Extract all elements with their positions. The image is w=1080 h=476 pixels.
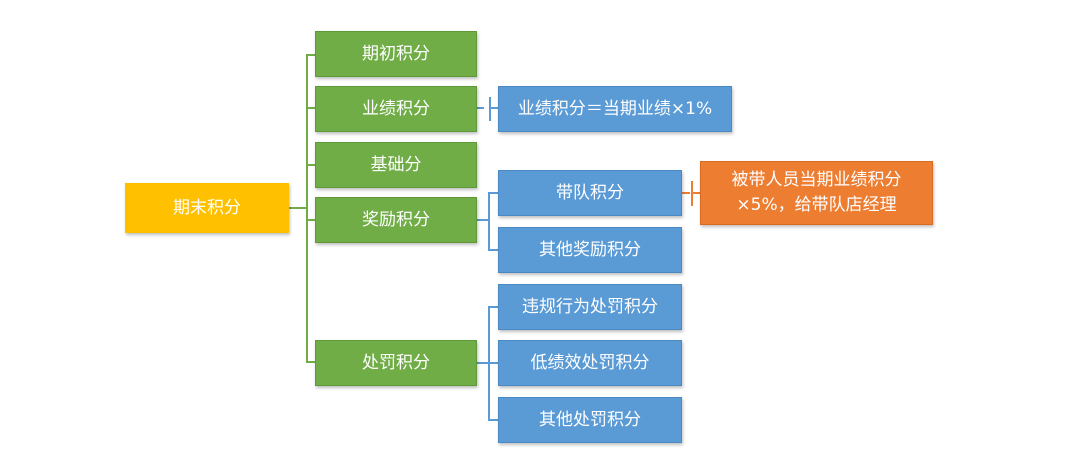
node-violation-penalty: 违规行为处罚积分 — [498, 284, 682, 330]
node-initial-score: 期初积分 — [315, 31, 477, 77]
node-performance-formula: 业绩积分＝当期业绩×1% — [498, 86, 732, 132]
node-other-penalty: 其他处罚积分 — [498, 397, 682, 443]
node-penalty-score: 处罚积分 — [315, 340, 477, 386]
node-initial-score-label: 期初积分 — [362, 43, 430, 64]
node-other-penalty-label: 其他处罚积分 — [539, 409, 641, 430]
root-node: 期末积分 — [125, 183, 289, 233]
node-team-lead-score: 带队积分 — [498, 170, 682, 216]
node-team-lead-note-label: 被带人员当期业绩积分 ×5%，给带队店经理 — [731, 170, 902, 215]
team-lead-connector — [682, 181, 700, 206]
node-team-lead-score-label: 带队积分 — [556, 182, 624, 203]
node-team-lead-note: 被带人员当期业绩积分 ×5%，给带队店经理 — [700, 161, 933, 225]
node-violation-penalty-label: 违规行为处罚积分 — [522, 296, 658, 317]
node-penalty-score-label: 处罚积分 — [362, 352, 430, 373]
node-other-reward-score-label: 其他奖励积分 — [539, 239, 641, 260]
node-basic-score-label: 基础分 — [370, 154, 422, 175]
performance-connector — [477, 97, 498, 121]
node-performance-formula-label: 业绩积分＝当期业绩×1% — [517, 98, 713, 119]
node-basic-score: 基础分 — [315, 142, 477, 188]
node-reward-score: 奖励积分 — [315, 197, 477, 243]
node-low-performance-penalty-label: 低绩效处罚积分 — [530, 352, 650, 373]
root-label: 期末积分 — [173, 197, 241, 218]
node-low-performance-penalty: 低绩效处罚积分 — [498, 340, 682, 386]
level1-bracket — [306, 54, 315, 363]
reward-bracket — [477, 192, 498, 251]
node-reward-score-label: 奖励积分 — [362, 209, 430, 230]
node-performance-score-label: 业绩积分 — [362, 98, 430, 119]
node-other-reward-score: 其他奖励积分 — [498, 227, 682, 273]
node-performance-score: 业绩积分 — [315, 86, 477, 132]
